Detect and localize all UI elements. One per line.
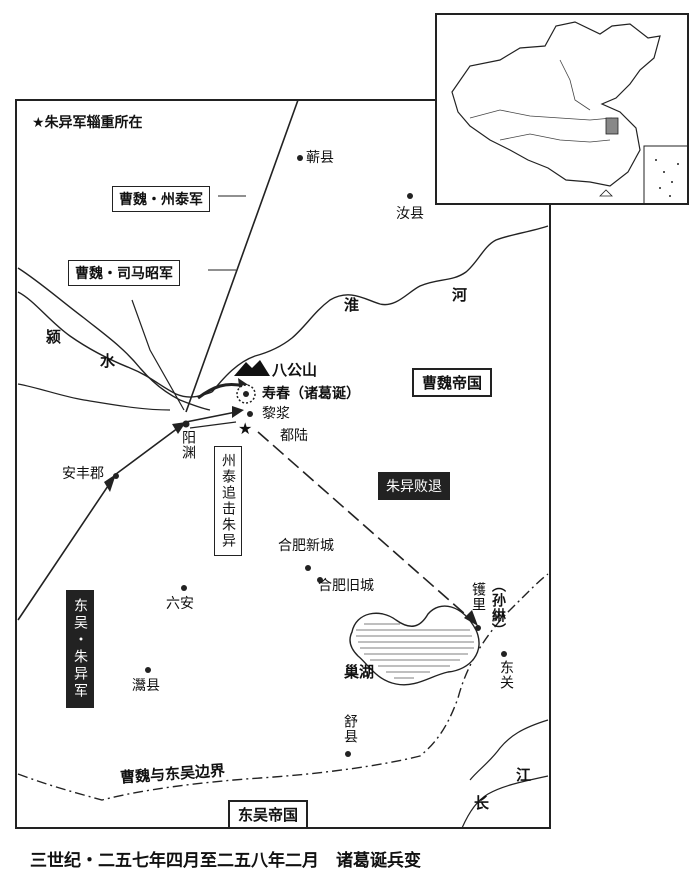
pursuit-label: 州泰追击朱异 [214, 446, 242, 556]
lu-label: 灊县 [132, 678, 160, 694]
huangli-label: 镬里 [470, 582, 486, 612]
huangli-dot [475, 625, 481, 631]
star-icon: ★ [32, 115, 45, 131]
dongguan-label: 东关 [498, 660, 514, 690]
zhoutai-route [185, 99, 299, 413]
yangyuan-dot [182, 420, 190, 428]
simazhao-route [131, 299, 185, 411]
inset-highlight [605, 117, 619, 135]
legend-text: 朱异军辎重所在 [44, 115, 143, 131]
map-caption: 三世纪・二五七年四月至二五八年二月 诸葛诞兵变 [30, 851, 421, 871]
chaohu-label: 巢湖 [344, 663, 375, 681]
hefei-new-label: 合肥新城 [278, 538, 334, 554]
ying-label-1: 颍 [46, 328, 62, 346]
huai-river [211, 225, 549, 393]
luan-dot [181, 585, 187, 591]
zhoutai-army-label: 曹魏・州泰军 [112, 186, 210, 212]
qixian-label: 蕲县 [306, 150, 334, 166]
lijiang-dot [247, 411, 253, 417]
retreat-route [257, 431, 475, 623]
shouchun-label: 寿春（诸葛诞） [262, 386, 360, 402]
map-legend: ★朱异军辎重所在 [32, 112, 143, 132]
jixian-dot [407, 193, 413, 199]
shouchun-city-icon [236, 384, 256, 404]
huai-label-2: 河 [452, 286, 468, 304]
lu-dot [145, 667, 151, 673]
huai-label-1: 淮 [344, 296, 360, 314]
shu-label: 舒县 [342, 714, 358, 744]
dulu-star-icon: ★ [238, 419, 252, 438]
luan-label: 六安 [166, 596, 194, 612]
hefei-old-dot [317, 577, 323, 583]
zhuyi-army-label: 东吴・朱异军 [66, 590, 94, 708]
ying-river [17, 267, 211, 411]
ying-label-2: 水 [100, 352, 116, 370]
wei-wu-border [17, 573, 549, 801]
hefei-new-dot [305, 565, 311, 571]
dongguan-dot [501, 651, 507, 657]
map-frame [15, 99, 551, 829]
wei-empire-label: 曹魏帝国 [412, 368, 493, 397]
anfeng-label: 安丰郡 [62, 466, 104, 482]
yangyuan-label: 阳渊 [180, 430, 196, 460]
jixian-label: 汝县 [396, 206, 424, 222]
sunlin-label: （孙綝） [490, 578, 506, 638]
yangtze-river [469, 719, 549, 781]
bagong-mountain-icon [234, 360, 270, 376]
zhuyi-route [17, 411, 237, 621]
china-outline [451, 21, 661, 187]
qixian-dot [297, 155, 303, 161]
bagong-arrow [197, 383, 245, 400]
inset-map [435, 13, 689, 205]
pursuit-route [189, 421, 237, 429]
retreat-label: 朱异败退 [378, 472, 450, 500]
shu-dot [345, 751, 351, 757]
hefei-old-label: 合肥旧城 [318, 578, 374, 594]
wu-empire-label: 东吴帝国 [228, 800, 309, 829]
jiang-label-1: 江 [516, 766, 532, 784]
anfeng-dot [113, 473, 119, 479]
chao-lake [349, 605, 480, 686]
simazhao-army-label: 曹魏・司马昭军 [68, 260, 180, 286]
lijiang-label: 黎浆 [262, 406, 290, 422]
dulu-label: 都陆 [280, 428, 308, 444]
bagong-mountain-label: 八公山 [272, 361, 318, 379]
jiang-label-2: 长 [474, 794, 490, 812]
